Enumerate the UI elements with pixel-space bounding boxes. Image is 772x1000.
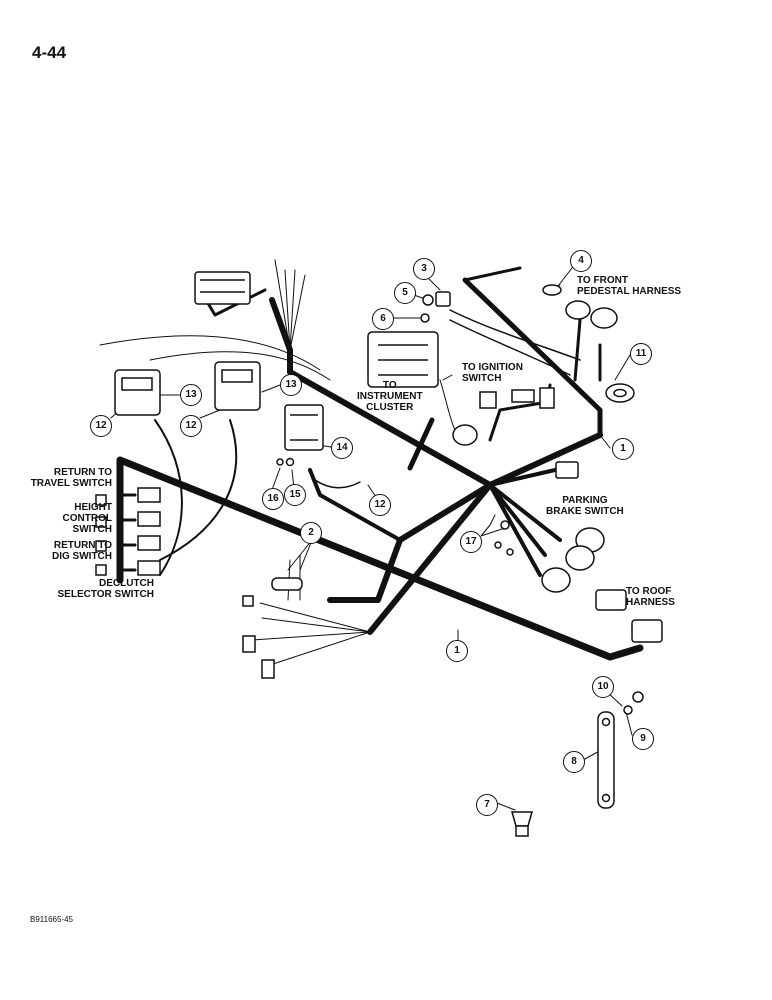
callout-15: 15 (284, 484, 306, 506)
label-height-control: HEIGHT CONTROL SWITCH (62, 502, 112, 535)
label-roof-harness: TO ROOF HARNESS (626, 586, 675, 608)
harness-to-front-pedestal (462, 277, 603, 438)
label-return-travel: RETURN TO TRAVEL SWITCH (30, 467, 112, 489)
main-harness-branch-center (367, 482, 493, 635)
figure-code: B911665-45 (30, 915, 73, 924)
callout-8: 8 (563, 751, 585, 773)
harness-to-cluster (407, 417, 435, 471)
callout-10: 10 (592, 676, 614, 698)
main-harness-left-trunk (116, 456, 644, 661)
callout-7: 7 (476, 794, 498, 816)
label-instrument-cluster: TO INSTRUMENT CLUSTER (357, 380, 423, 413)
callout-3: 3 (413, 258, 435, 280)
callout-16: 16 (262, 488, 284, 510)
callout-12-left: 12 (90, 415, 112, 437)
callout-11: 11 (630, 343, 652, 365)
page-number: 4-44 (32, 43, 67, 62)
label-parking-brake: PARKING BRAKE SWITCH (546, 495, 624, 517)
callout-9: 9 (632, 728, 654, 750)
label-return-dig: RETURN TO DIG SWITCH (52, 540, 112, 562)
callout-12-center: 12 (180, 415, 202, 437)
callout-1-bottom: 1 (446, 640, 468, 662)
harness-to-round-connectors (488, 483, 562, 577)
callout-13-right: 13 (280, 374, 302, 396)
label-declutch: DECLUTCH SELECTOR SWITCH (57, 578, 154, 600)
main-harness-branch-lower (327, 482, 493, 603)
callout-6: 6 (372, 308, 394, 330)
callout-17: 17 (460, 531, 482, 553)
label-ignition-switch: TO IGNITION SWITCH (462, 362, 523, 384)
harness-branch-16 (308, 468, 402, 542)
callout-5: 5 (394, 282, 416, 304)
callout-4: 4 (570, 250, 592, 272)
callout-12-right: 12 (369, 494, 391, 516)
callout-2: 2 (300, 522, 322, 544)
harness-right-stub (573, 318, 602, 382)
harness-upper-loop (463, 266, 522, 282)
main-harness-central-trunk (269, 297, 603, 488)
callout-14: 14 (331, 437, 353, 459)
callout-1-right: 1 (612, 438, 634, 460)
label-front-pedestal: TO FRONT PEDESTAL HARNESS (577, 275, 682, 297)
callout-13-left: 13 (180, 384, 202, 406)
harness-to-parking (488, 468, 557, 487)
